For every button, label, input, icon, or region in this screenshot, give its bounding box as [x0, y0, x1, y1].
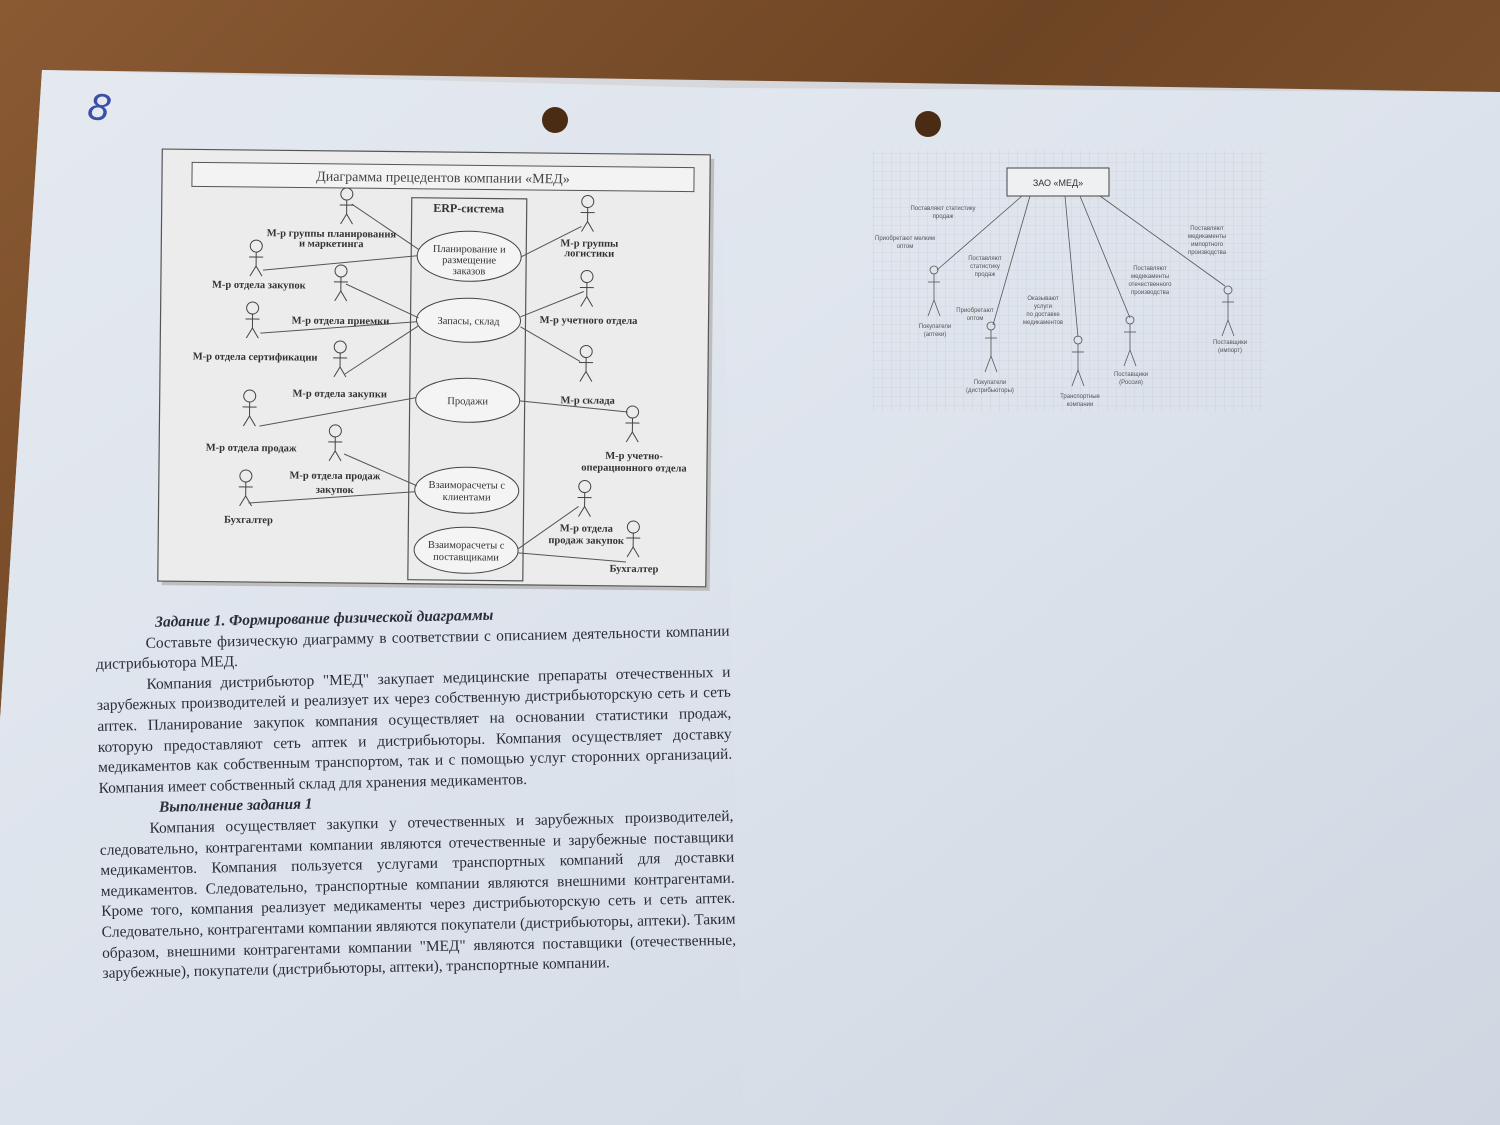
svg-text:М-р отдела сертификации: М-р отдела сертификации [193, 351, 318, 363]
svg-text:Взаиморасчеты склиентами: Взаиморасчеты склиентами [428, 480, 505, 504]
task-paragraph-2: Компания дистрибьютор "МЕД" закупает мед… [96, 663, 733, 797]
actor-figure [577, 480, 592, 517]
svg-text:Взаиморасчеты споставщиками: Взаиморасчеты споставщиками [428, 540, 505, 564]
erp-use-case-diagram: Диаграмма прецедентов компании «МЕД» ERP… [157, 148, 715, 591]
document-text: Задание 1. Формирование физической диагр… [95, 601, 737, 985]
actor-figure [579, 270, 594, 307]
svg-text:Покупатели(дистрибьюторы): Покупатели(дистрибьюторы) [966, 380, 1014, 394]
svg-text:М-р группылогистики: М-р группылогистики [560, 238, 618, 260]
use-case-clients [414, 466, 520, 514]
actor-figure [238, 469, 253, 507]
use-case-suppliers [413, 526, 519, 574]
svg-text:М-р отдела продаж: М-р отдела продаж [206, 443, 297, 455]
svg-text:Запасы, склад: Запасы, склад [437, 316, 500, 328]
med-center-box [1006, 167, 1110, 197]
actor-figure [626, 520, 641, 558]
actor-figure [339, 187, 354, 225]
svg-text:Планирование иразмещениезаказо: Планирование иразмещениезаказов [433, 244, 507, 278]
erp-system-label: ERP-система [433, 201, 504, 216]
svg-text:М-р отдела закупки: М-р отдела закупки [292, 388, 387, 400]
actor-figure [625, 405, 640, 443]
svg-text:Поставщики(Россия): Поставщики(Россия) [1114, 372, 1148, 386]
punch-hole-right [915, 111, 941, 137]
actor-figure [242, 389, 257, 427]
svg-text:М-р отдела закупок: М-р отдела закупок [212, 280, 307, 292]
actor-figure [249, 239, 264, 277]
actor-figure [580, 195, 595, 232]
svg-text:М-р отдела приемки: М-р отдела приемки [292, 315, 390, 327]
svg-text:М-р отдела продажзакупок: М-р отдела продажзакупок [289, 470, 380, 496]
actor-figure [333, 340, 348, 378]
svg-text:Продажи: Продажи [447, 396, 488, 407]
svg-text:Поставщики(импорт): Поставщики(импорт) [1213, 340, 1247, 354]
use-case-stock [416, 297, 522, 343]
actor-figure [245, 301, 260, 339]
svg-text:М-р группы планированияи марке: М-р группы планированияи маркетинга [267, 228, 397, 250]
punch-hole-left [542, 107, 568, 133]
svg-text:Бухгалтер: Бухгалтер [609, 564, 658, 576]
med-center-label: ЗАО «МЕД» [1033, 178, 1083, 188]
actor-figure [579, 345, 594, 382]
svg-text:Бухгалтер: Бухгалтер [224, 515, 273, 527]
svg-text:М-р склада: М-р склада [560, 395, 615, 407]
solution-paragraph: Компания осуществляет закупки у отечеств… [99, 807, 737, 983]
actor-figure [328, 424, 343, 462]
svg-text:М-р отделапродаж закупок: М-р отделапродаж закупок [548, 523, 625, 547]
erp-diagram-title: Диаграмма прецедентов компании «МЕД» [316, 170, 570, 188]
svg-text:М-р учетно-операционного отдел: М-р учетно-операционного отдела [581, 450, 687, 474]
svg-text:Покупатели(аптеки): Покупатели(аптеки) [919, 324, 951, 338]
svg-text:М-р учетного отдела: М-р учетного отдела [540, 315, 639, 327]
actor-figure [333, 264, 348, 302]
